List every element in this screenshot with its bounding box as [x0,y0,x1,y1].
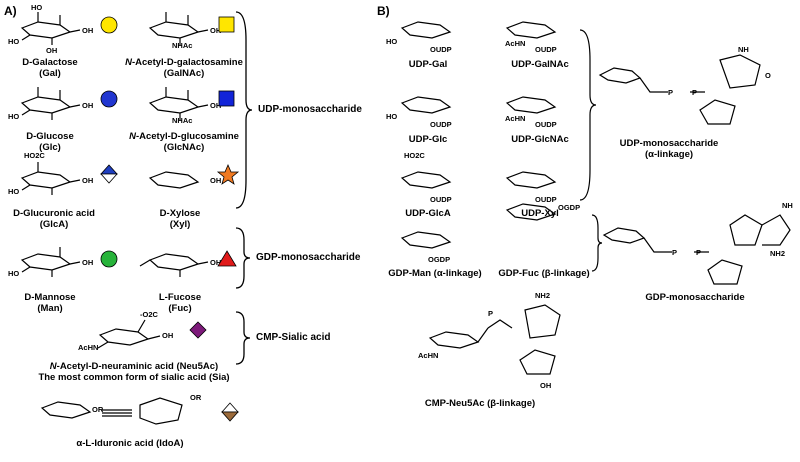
atom-text: OUDP [430,120,452,129]
xyl-symbol [216,163,240,185]
ring-xyl [148,171,200,189]
label-glc: D-Glucose(Glc) [26,131,74,153]
atom-text: HO [8,37,19,46]
atom-text: HO [386,112,397,121]
atom-text: OH [210,176,221,185]
label-fuc: L-Fucose(Fuc) [158,292,202,314]
ring-idoa-2 [139,397,183,425]
atom-text: OUDP [535,45,557,54]
ring-fuc [148,253,200,271]
panel-a-label: A) [4,4,17,18]
atom-text: NH [738,45,749,54]
atom-text: P [696,248,701,257]
label-udp-glca: UDP-GlcA [405,208,451,219]
panel-b-label: B) [377,4,390,18]
atom-text: AcHN [505,114,525,123]
atom-text: P [692,88,697,97]
label-udp-xyl: UDP-Xyl [521,208,559,219]
atom-text: HO [8,187,19,196]
ring-galnac [148,21,200,39]
label-gdp-man: GDP-Man (α-linkage) [388,268,482,279]
atom-text: AcHN [418,351,438,360]
glcnac-symbol [218,90,235,107]
atom-text: NH [782,201,793,210]
atom-text: OUDP [535,195,557,204]
atom-text: OH [82,101,93,110]
atom-text: OUDP [430,195,452,204]
glca-symbol [100,164,118,184]
atom-text: OUDP [535,120,557,129]
brace-cmp [235,311,251,365]
label-gdp-generic: GDP-monosaccharide [645,292,745,303]
atom-text: NH2 [535,291,550,300]
atom-text: OH [210,101,221,110]
atom-text: OH [162,331,173,340]
category-gdp: GDP-monosaccharide [256,252,361,263]
label-idoa: α-L-Iduronic acid (IdoA) [76,438,184,449]
atom-text: -O2C [140,310,159,319]
atom-text: OH [210,26,221,35]
label-udp-galnac: UDP-GalNAc [511,59,569,70]
atom-text: OH [82,258,93,267]
galnac-symbol [218,16,235,33]
atom-text: HO2C [24,151,45,160]
category-cmp: CMP-Sialic acid [256,332,331,343]
atom-text: OH [82,26,93,35]
gal-symbol [100,16,118,34]
label-gdp-fuc: GDP-Fuc (β-linkage) [498,268,590,279]
atom-text: OH [82,176,93,185]
atom-text: NHAc [172,116,192,125]
atom-text: HO2C [404,151,425,160]
atom-text: NHAc [172,41,192,50]
atom-text: OH [210,258,221,267]
ring-idoa-1 [40,401,92,419]
atom-text: AcHN [505,39,525,48]
label-galnac: N-Acetyl-D-galactosamine(GalNAc) [125,57,243,79]
atom-text: OGDP [428,255,450,264]
label-cmp-neu5ac: CMP-Neu5Ac (β-linkage) [424,398,536,409]
label-udp-glc: UDP-Glc [408,134,448,145]
glc-symbol [100,90,118,108]
brace-gdp [235,227,251,289]
label-xyl: D-Xylose(Xyl) [159,208,201,230]
atom-text: HO [31,3,42,12]
atom-text: OH [540,381,551,390]
brace-udp [235,11,253,209]
atom-text: OUDP [430,45,452,54]
label-man: D-Mannose(Man) [24,292,76,314]
atom-text: HO [386,37,397,46]
atom-text: NH2 [770,249,785,258]
idoa-symbol [221,402,239,422]
category-udp: UDP-monosaccharide [258,104,362,115]
atom-text: AcHN [78,343,98,352]
atom-text: HO [8,269,19,278]
atom-text: OR [92,405,104,414]
label-gal: D-Galactose(Gal) [22,57,78,79]
neu5ac-symbol [189,321,207,339]
label-glca: D-Glucuronic acid(GlcA) [13,208,95,230]
atom-text: OH [46,46,57,55]
label-neu5ac: N-Acetyl-D-neuraminic acid (Neu5Ac) The … [38,361,230,383]
atom-text: P [672,248,677,257]
atom-text: P [488,309,493,318]
label-udp-generic: UDP-monosaccharide(α-linkage) [619,138,719,160]
label-glcnac: N-Acetyl-D-glucosamine(GlcNAc) [129,131,239,153]
atom-text: HO [8,112,19,121]
atom-text: OR [190,393,202,402]
man-symbol [100,250,118,268]
atom-text: O [765,71,771,80]
fuc-symbol [217,250,237,267]
atom-text: OGDP [558,203,580,212]
ring-glcnac [148,96,200,114]
atom-text: P [668,88,673,97]
label-udp-glcnac: UDP-GlcNAc [511,134,569,145]
label-udp-gal: UDP-Gal [408,59,448,70]
